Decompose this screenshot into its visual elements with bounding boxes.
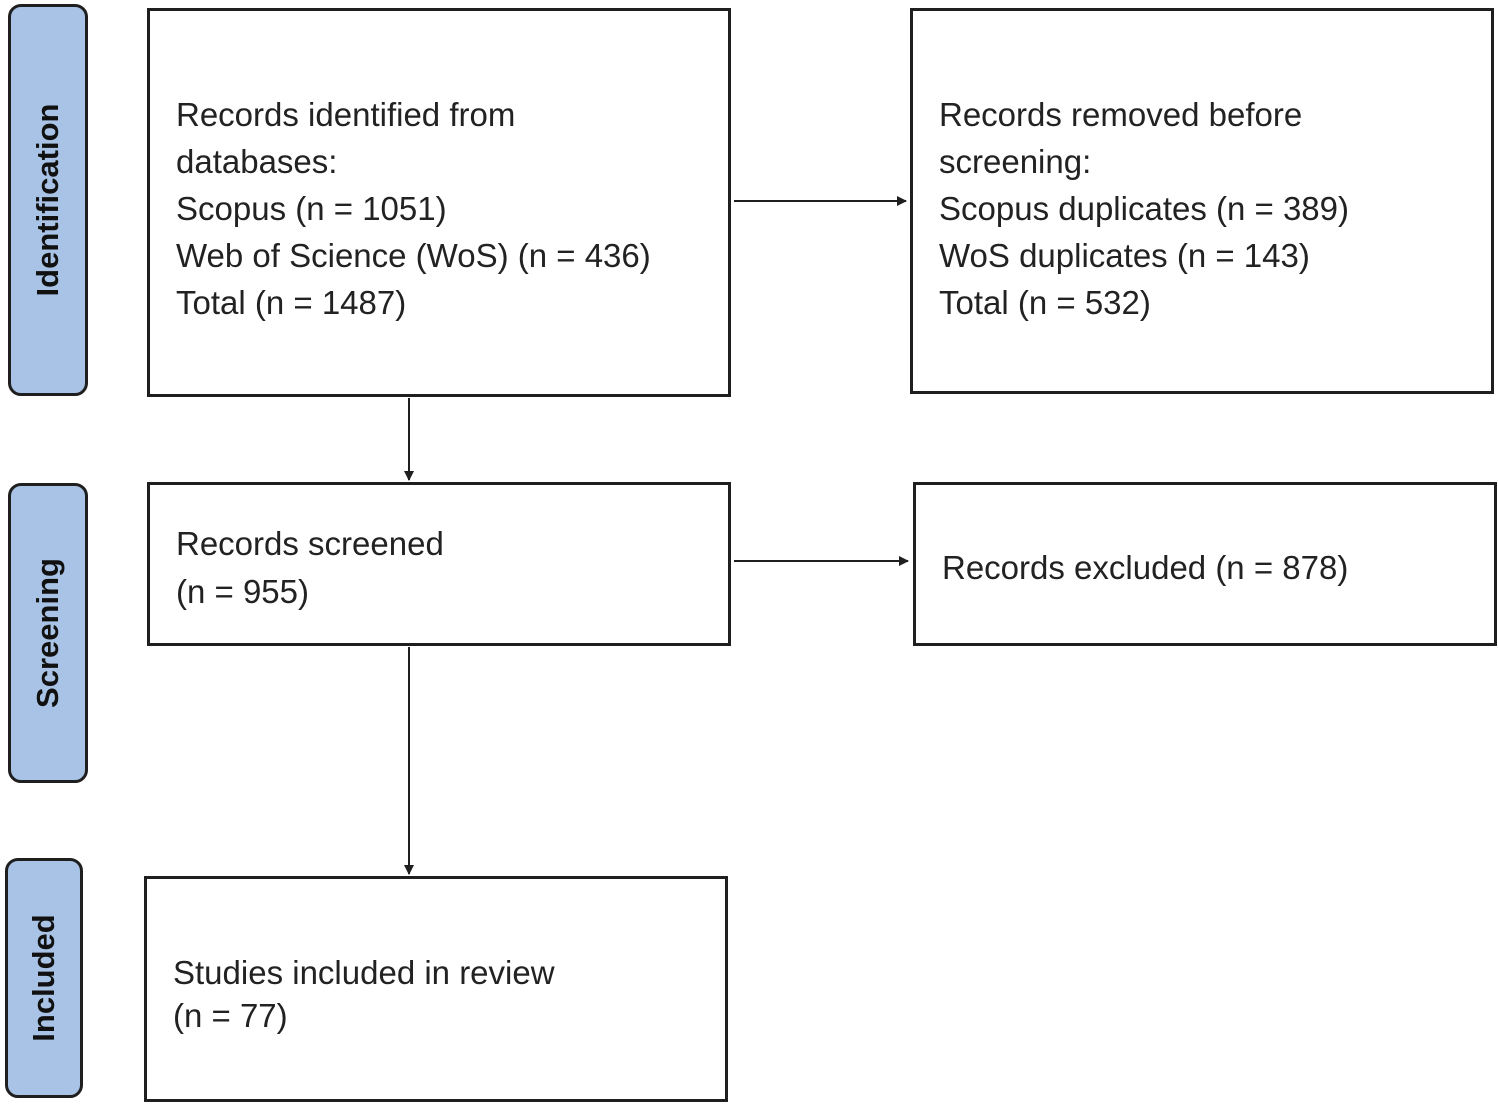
- records-screened-line: Records screened: [176, 525, 444, 562]
- records-removed-line: Scopus duplicates (n = 389): [939, 190, 1350, 227]
- records-excluded-line: Records excluded (n = 878): [942, 549, 1349, 586]
- studies-included-line: (n = 77): [173, 997, 288, 1034]
- records-identified-line: Scopus (n = 1051): [176, 190, 447, 227]
- records-identified-line: Web of Science (WoS) (n = 436): [176, 237, 651, 274]
- records-removed-box: Records removed before screening: Scopus…: [910, 8, 1494, 394]
- records-excluded-box: Records excluded (n = 878): [913, 482, 1497, 646]
- records-identified-line: Records identified from: [176, 96, 516, 133]
- records-removed-line: WoS duplicates (n = 143): [939, 237, 1310, 274]
- records-identified-box: Records identified from databases: Scopu…: [147, 8, 731, 397]
- records-screened-box: Records screened (n = 955): [147, 482, 731, 646]
- records-identified-line: databases:: [176, 143, 338, 180]
- records-removed-line: Total (n = 532): [939, 284, 1151, 321]
- studies-included-box: Studies included in review (n = 77): [144, 876, 728, 1102]
- studies-included-line: Studies included in review: [173, 954, 555, 991]
- records-screened-line: (n = 955): [176, 573, 309, 610]
- records-removed-line: Records removed before: [939, 96, 1303, 133]
- stage-identification: Identification: [8, 4, 88, 396]
- stage-included: Included: [5, 858, 83, 1098]
- records-removed-line: screening:: [939, 143, 1092, 180]
- stage-screening: Screening: [8, 483, 88, 783]
- records-identified-line: Total (n = 1487): [176, 284, 407, 321]
